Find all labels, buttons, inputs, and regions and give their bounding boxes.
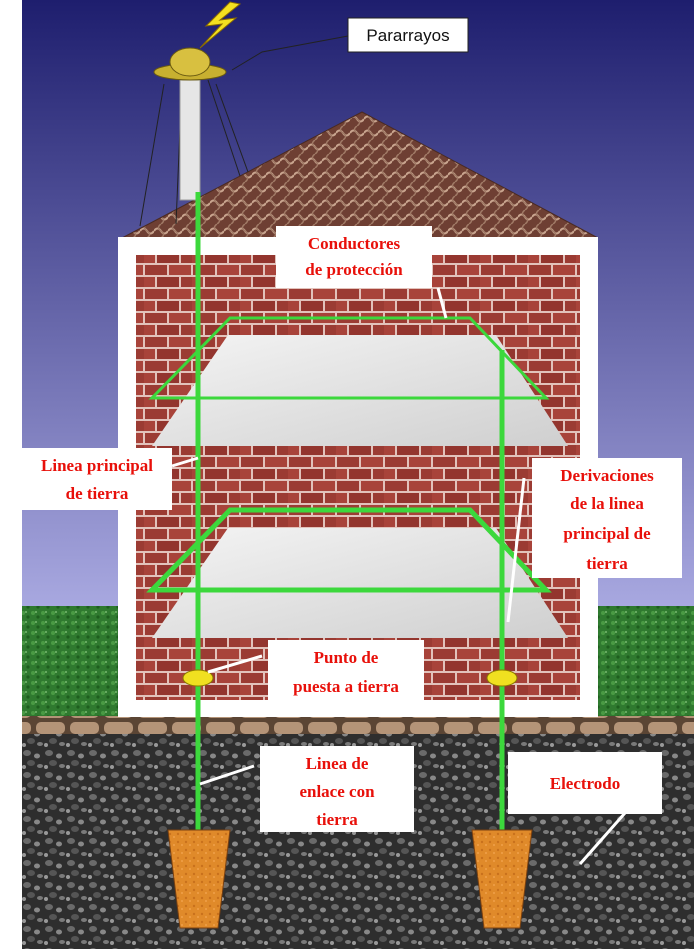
main-earth-line-label-2: de tierra	[66, 484, 129, 503]
protection-conductors-label-1: Conductores	[308, 234, 401, 253]
electrode-left	[167, 829, 231, 929]
paver-strip	[22, 716, 694, 734]
electrode-label: Electrodo	[550, 774, 621, 793]
lightning-rod-mast	[179, 79, 201, 201]
main-earth-line-label-1: Linea principal	[41, 456, 153, 475]
left-margin	[0, 0, 22, 949]
branches-label-1: Derivaciones	[560, 466, 654, 485]
protection-conductors-callout	[276, 226, 432, 288]
earthing-point-callout	[268, 640, 424, 704]
branches-label-3: principal de	[563, 524, 651, 543]
earthing-clamp-left	[182, 669, 214, 687]
earth-link-callout	[260, 746, 414, 832]
earthing-point-label-1: Punto de	[314, 648, 379, 667]
pararrayos-label: Pararrayos	[366, 26, 449, 45]
earth-link-label-1: Linea de	[306, 754, 369, 773]
protection-conductors-label-2: de protección	[305, 260, 403, 279]
lightning-bolt-icon	[199, 1, 242, 49]
lower-conductor-ring	[146, 507, 552, 593]
electrode-callout	[508, 752, 662, 814]
branches-label-4: tierra	[586, 554, 628, 573]
earth-link-label-3: tierra	[316, 810, 358, 829]
floor-slab-upper	[152, 335, 568, 446]
main-earth-line-callout	[22, 448, 172, 510]
floor-slab-lower	[152, 528, 568, 638]
branches-callout	[532, 458, 682, 578]
branches-label-2: de la linea	[570, 494, 644, 513]
earth-link-label-2: enlace con	[299, 782, 375, 801]
electrode-right	[471, 829, 533, 929]
earthing-clamp-right	[486, 669, 518, 687]
protection-conductors	[148, 316, 550, 400]
earthing-point-label-2: puesta a tierra	[293, 677, 399, 696]
pararrayos-label-box	[347, 17, 469, 53]
